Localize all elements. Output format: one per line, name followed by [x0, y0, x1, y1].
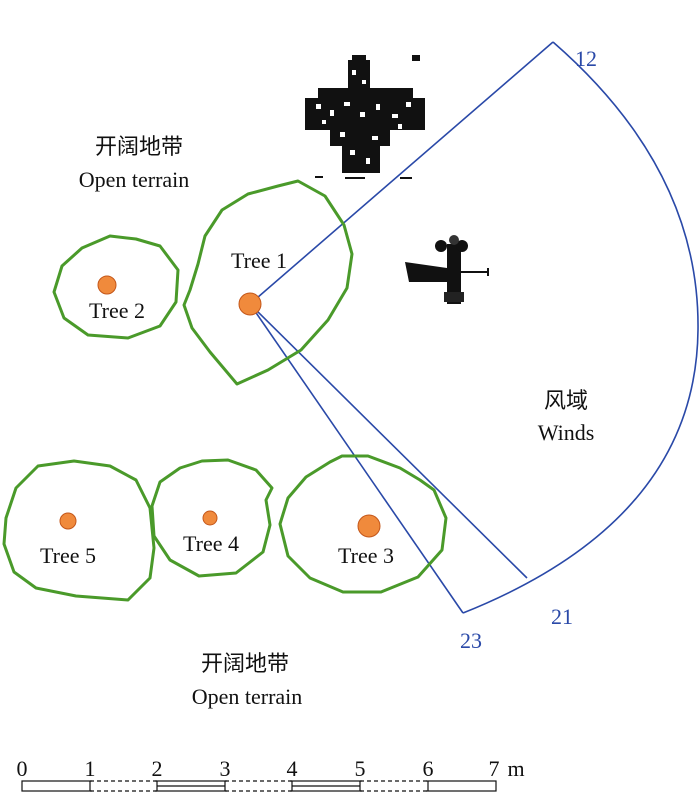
tree-trunks: [59, 275, 381, 538]
scale-tick-6: 6: [423, 756, 434, 781]
tree-1-label: Tree 1: [231, 248, 287, 273]
wind-dir-21: 21: [551, 604, 573, 629]
scale-unit: m: [507, 756, 524, 781]
tree-5-trunk: [59, 512, 77, 530]
bottom-region-en: Open terrain: [192, 684, 303, 709]
top-region-cn: 开阔地带: [95, 135, 183, 160]
wind-sector: [249, 41, 699, 614]
tree-3-label: Tree 3: [338, 543, 394, 568]
top-region-en: Open terrain: [79, 167, 190, 192]
tree-5-label: Tree 5: [40, 543, 96, 568]
tree-5-crown: [2, 459, 156, 602]
tree-1-crown: [182, 179, 354, 386]
scale-tick-5: 5: [355, 756, 366, 781]
scale-tick-2: 2: [152, 756, 163, 781]
scale-tick-1: 1: [85, 756, 96, 781]
tree-2-crown: [52, 234, 180, 340]
winds-region-cn: 风域: [544, 389, 588, 414]
tree-3-trunk: [357, 514, 381, 538]
building-icon: [305, 55, 425, 179]
scale-tick-4: 4: [287, 756, 298, 781]
wind-line-23: [249, 303, 464, 614]
wind-line-12: [249, 41, 554, 305]
wind-dir-12: 12: [575, 46, 597, 71]
scale-tick-7: 7: [489, 756, 500, 781]
tree-1-trunk: [238, 292, 262, 316]
tree-2-trunk: [97, 275, 117, 295]
tree-4-crown: [150, 458, 274, 578]
wind-dir-23: 23: [460, 628, 482, 653]
tree-4-label: Tree 4: [183, 531, 239, 556]
wind-line-21: [249, 303, 528, 579]
tree-3-crown: [278, 454, 448, 594]
anemometer-icon: [405, 235, 489, 304]
tree-2-label: Tree 2: [89, 298, 145, 323]
winds-region-en: Winds: [538, 420, 595, 445]
tree-crowns: [2, 179, 448, 602]
scale-tick-0: 0: [17, 756, 28, 781]
tree-4-trunk: [202, 510, 218, 526]
bottom-region-cn: 开阔地带: [201, 652, 289, 677]
scale-tick-3: 3: [220, 756, 231, 781]
wind-arc: [462, 41, 699, 614]
scale-bar: 0 1 2 3 4 5 6 7 m: [17, 756, 525, 792]
